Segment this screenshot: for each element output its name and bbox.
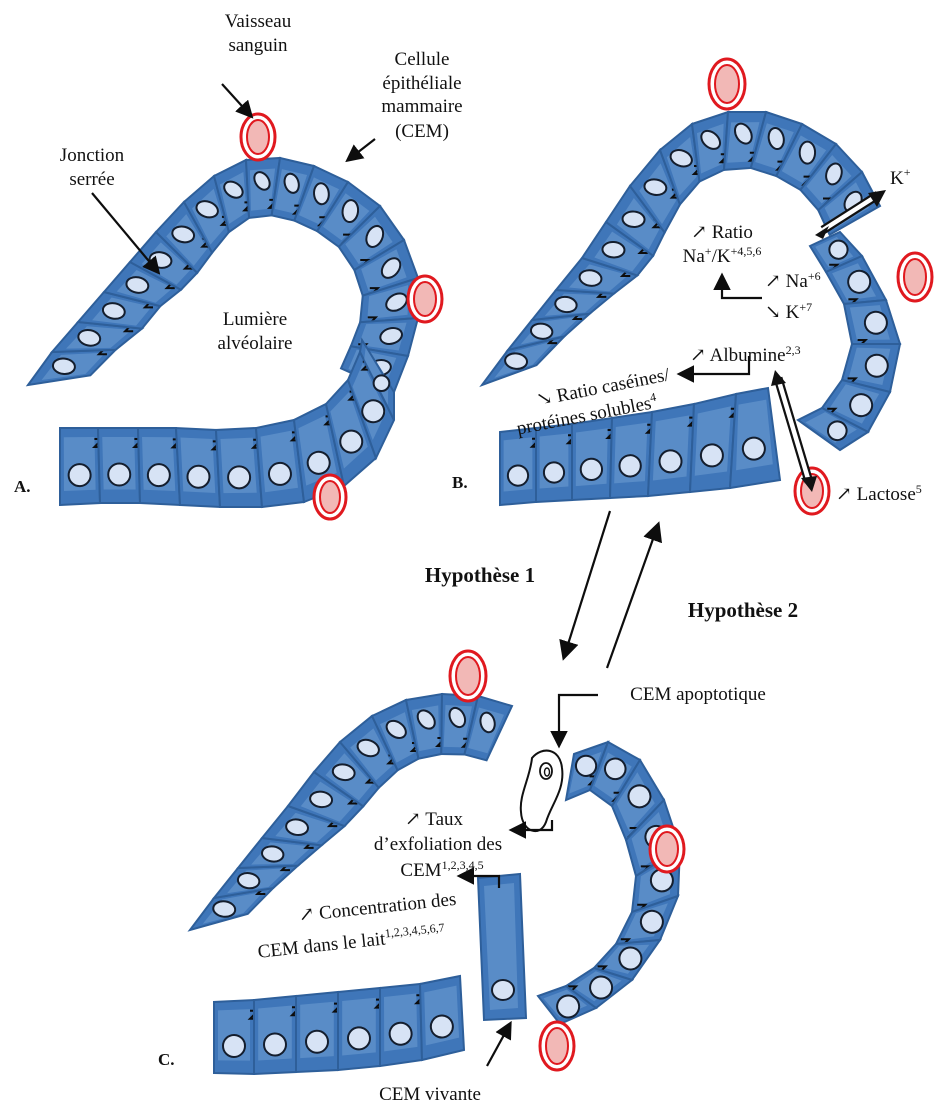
- vessel-label-line2: sanguin: [228, 35, 288, 56]
- epithelial-cell-icon: [214, 1000, 258, 1074]
- living-cell-pointer-arrow: [487, 1024, 510, 1066]
- cell-label-line4: (CEM): [395, 121, 449, 142]
- epithelial-cell-icon: [844, 300, 900, 348]
- hypothesis-2-arrow: [607, 525, 658, 668]
- epithelium-layer: [28, 112, 900, 1074]
- junction-label-line2: serrée: [69, 169, 114, 190]
- epithelial-cell-icon: [60, 428, 102, 505]
- epithelial-cell-icon: [420, 976, 464, 1060]
- ratio-label-line2: Na+/K+4,5,6: [683, 244, 762, 267]
- epithelial-cell-icon: [176, 428, 221, 507]
- apoptotic-cell-icon: [521, 751, 563, 832]
- epithelial-cell-icon: [254, 996, 300, 1074]
- k-out-label: K+: [890, 165, 911, 189]
- junction-label-line1: Jonction: [60, 145, 125, 166]
- apoptotic-pointer-arrow: [559, 695, 598, 745]
- lumen-label-line1: Lumière: [223, 309, 287, 330]
- epithelial-cell-icon: [380, 984, 424, 1066]
- panel-c-letter: C.: [158, 1050, 175, 1069]
- blood-vessel-icon: [540, 1022, 574, 1070]
- ratio-label-line1: ↗ Ratio: [691, 222, 753, 243]
- blood-vessel-icon: [450, 651, 486, 701]
- cell-label-line3: mammaire: [381, 96, 462, 117]
- apoptotic-label: CEM apoptotique: [630, 684, 766, 705]
- blood-vessel-icon: [709, 59, 745, 109]
- lumen-label-line2: alvéolaire: [218, 333, 293, 354]
- hypothesis-arrows: Hypothèse 1 Hypothèse 2: [425, 511, 798, 668]
- hypothesis-2-label: Hypothèse 2: [688, 598, 798, 622]
- concentration-line2: CEM dans le lait1,2,3,4,5,6,7: [257, 920, 447, 963]
- k-label: ↘ K+7: [765, 300, 812, 323]
- vessel-label-line1: Vaisseau: [225, 11, 292, 32]
- junction-pointer-arrow: [92, 193, 158, 272]
- blood-vessel-icon: [408, 276, 442, 322]
- panel-a-letter: A.: [14, 477, 31, 496]
- hypothesis-1-label: Hypothèse 1: [425, 563, 535, 587]
- blood-vessel-icon: [898, 253, 932, 301]
- blood-vessel-icon: [650, 826, 684, 872]
- epithelial-cell-icon: [500, 428, 540, 505]
- blood-vessel-icon: [241, 114, 275, 160]
- living-cell-label: CEM vivante: [379, 1084, 481, 1105]
- epithelial-cell-icon: [216, 428, 262, 507]
- albumine-label: ↗ Albumine2,3: [690, 343, 801, 366]
- living-cell-icon: [478, 874, 526, 1020]
- exfoliation-line3: CEM1,2,3,4,5: [400, 858, 483, 881]
- vessel-pointer-arrow: [222, 84, 251, 116]
- exfoliation-line2: d’exfoliation des: [374, 834, 502, 855]
- epithelial-cell-icon: [730, 388, 780, 488]
- epithelial-cell-icon: [692, 112, 729, 182]
- cell-pointer-arrow: [348, 139, 375, 160]
- lactose-label: ↗ Lactose5: [836, 482, 922, 505]
- panel-c-alveolus: [190, 694, 680, 1074]
- epithelial-cell-icon: [536, 424, 576, 502]
- epithelial-cell-icon: [138, 428, 181, 505]
- na-k-to-ratio-arrow: [722, 276, 762, 298]
- blood-vessel-icon: [314, 475, 346, 519]
- cell-label-line2: épithéliale: [382, 73, 461, 94]
- cell-label-line1: Cellule: [395, 49, 450, 70]
- hypothesis-1-arrow: [564, 511, 610, 657]
- na-label: ↗ Na+6: [765, 269, 821, 292]
- epithelial-cell-icon: [572, 418, 616, 500]
- exfoliation-line1: ↗ Taux: [405, 809, 464, 830]
- epithelial-cell-icon: [338, 988, 384, 1070]
- epithelial-cell-icon: [296, 992, 342, 1072]
- panel-b-alveolus: [482, 112, 900, 505]
- panel-b-letter: B.: [452, 473, 468, 492]
- epithelial-cell-icon: [98, 428, 142, 503]
